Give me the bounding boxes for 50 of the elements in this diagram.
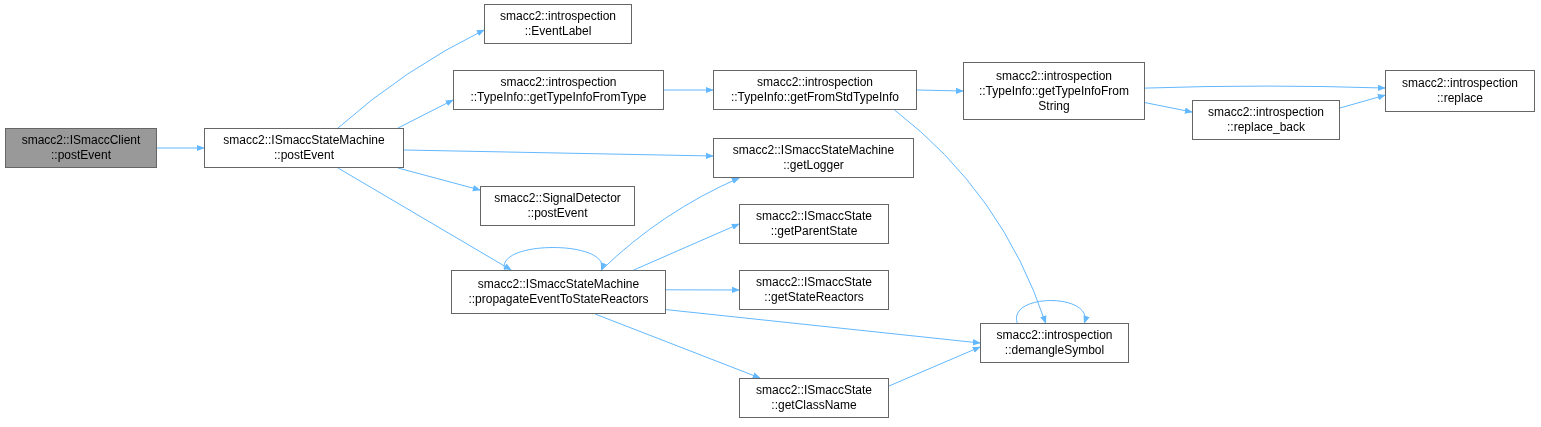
function-box bbox=[480, 186, 635, 226]
arrow bbox=[888, 346, 981, 387]
arrow bbox=[601, 177, 740, 271]
function-name: smacc2::introspection ::replace_back bbox=[1206, 105, 1326, 135]
function-box bbox=[453, 70, 664, 110]
function-name: smacc2::ISmaccStateMachine ::getLogger bbox=[731, 143, 896, 173]
function-name: smacc2::introspection ::EventLabel bbox=[498, 9, 618, 39]
function-name: smacc2::introspection ::TypeInfo::getFromStdTypeInfo bbox=[729, 75, 901, 105]
function-name: smacc2::ISmaccState ::getParentState bbox=[754, 209, 873, 239]
function-name: smacc2::SignalDetector ::postEvent bbox=[493, 191, 622, 221]
arrow bbox=[594, 313, 761, 379]
arrow bbox=[665, 286, 740, 294]
arrow bbox=[633, 223, 740, 271]
arrow bbox=[1016, 300, 1089, 324]
function-box bbox=[204, 128, 404, 168]
arrow bbox=[156, 144, 205, 152]
function-name: smacc2::introspection ::replace bbox=[1400, 76, 1520, 106]
function-box bbox=[713, 70, 917, 110]
function-box bbox=[484, 4, 632, 44]
function-name: smacc2::ISmaccState ::getClassName bbox=[754, 383, 873, 413]
arrow bbox=[916, 87, 964, 95]
function-box bbox=[980, 323, 1129, 363]
function-box bbox=[739, 270, 889, 310]
arrow bbox=[1144, 84, 1386, 92]
arrow bbox=[665, 309, 981, 346]
function-name: smacc2::ISmaccStateMachine ::postEvent bbox=[222, 133, 386, 163]
function-box bbox=[5, 128, 157, 168]
arrow bbox=[337, 167, 512, 271]
function-box bbox=[1385, 70, 1535, 112]
function-box bbox=[963, 62, 1145, 120]
arrow bbox=[663, 86, 714, 94]
function-name: smacc2::introspection ::TypeInfo::getTypeInfoFromType bbox=[469, 75, 648, 105]
function-name: smacc2::ISmaccStateMachine ::propagateEventToStateReactors bbox=[467, 277, 650, 307]
arrow bbox=[894, 109, 1047, 324]
function-box bbox=[713, 138, 914, 178]
function-name: smacc2::introspection ::demangleSymbol bbox=[995, 328, 1114, 358]
arrow bbox=[403, 149, 714, 160]
function-box bbox=[739, 204, 889, 244]
arrow bbox=[397, 167, 481, 192]
function-box bbox=[1192, 100, 1340, 140]
arrow bbox=[1144, 102, 1193, 114]
function-box bbox=[739, 378, 889, 418]
function-name: smacc2::ISmaccState ::getStateReactors bbox=[754, 275, 873, 305]
function-name: smacc2::ISmaccClient ::postEvent bbox=[20, 133, 142, 163]
arrow bbox=[337, 29, 485, 129]
arrow bbox=[504, 247, 605, 271]
arrow bbox=[1339, 94, 1386, 109]
function-box bbox=[451, 270, 666, 314]
arrow bbox=[397, 99, 454, 129]
function-name: smacc2::introspection ::TypeInfo::getTypeInfoFrom String bbox=[977, 68, 1131, 114]
